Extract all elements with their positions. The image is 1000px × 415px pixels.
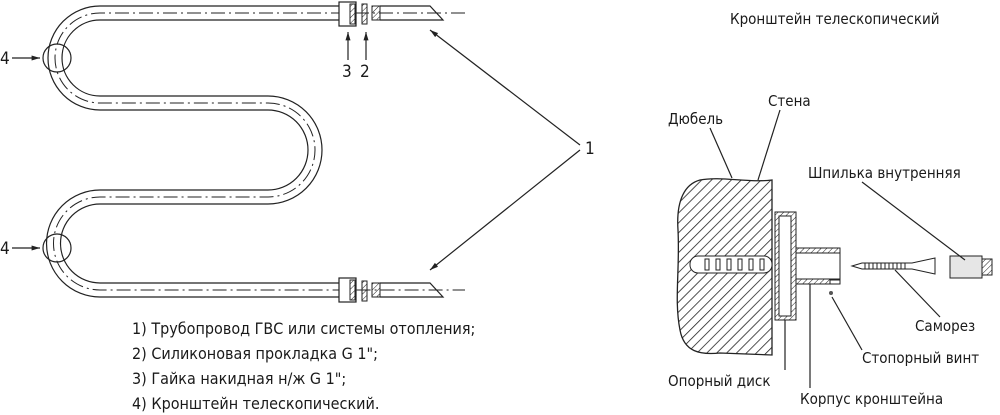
legend-item-4: 4) Кронштейн телескопический. xyxy=(132,394,379,413)
bracket-title: Кронштейн телескопический xyxy=(730,10,940,28)
callout-3: 3 xyxy=(342,62,352,82)
pipe-stub-bottom xyxy=(380,282,445,298)
bracket-marker-top xyxy=(42,43,72,73)
support-disc xyxy=(774,211,797,321)
self-tapping-screw xyxy=(850,257,936,275)
label-bracket-body: Корпус кронштейна xyxy=(800,390,943,408)
callout-4-bottom: 4 xyxy=(0,239,10,259)
callout-4-top: 4 xyxy=(0,49,10,69)
gasket-bottom xyxy=(361,280,368,302)
legend-item-2: 2) Силиконовая прокладка G 1"; xyxy=(132,344,378,363)
pipe-stub-top xyxy=(380,5,445,21)
label-self-tapping-screw: Саморез xyxy=(915,317,975,335)
label-support-disc: Опорный диск xyxy=(668,372,770,390)
callout-1: 1 xyxy=(585,139,595,159)
label-inner-stud: Шпилька внутренняя xyxy=(808,164,961,182)
callout-2: 2 xyxy=(360,62,370,82)
inner-stud xyxy=(949,255,993,279)
set-screw xyxy=(829,291,833,295)
towel-rail-pipe xyxy=(45,5,465,298)
gasket-top xyxy=(361,3,368,25)
bracket-body xyxy=(795,247,841,285)
bottom-fittings xyxy=(338,277,445,303)
legend-item-3: 3) Гайка накидная н/ж G 1"; xyxy=(132,369,346,388)
label-set-screw: Стопорный винт xyxy=(862,349,979,367)
label-dowel: Дюбель xyxy=(668,110,723,128)
legend-item-1: 1) Трубопровод ГВС или системы отопления… xyxy=(132,319,475,338)
label-wall: Стена xyxy=(768,92,811,110)
top-fittings xyxy=(338,1,445,27)
bracket-marker-bottom xyxy=(42,233,72,263)
